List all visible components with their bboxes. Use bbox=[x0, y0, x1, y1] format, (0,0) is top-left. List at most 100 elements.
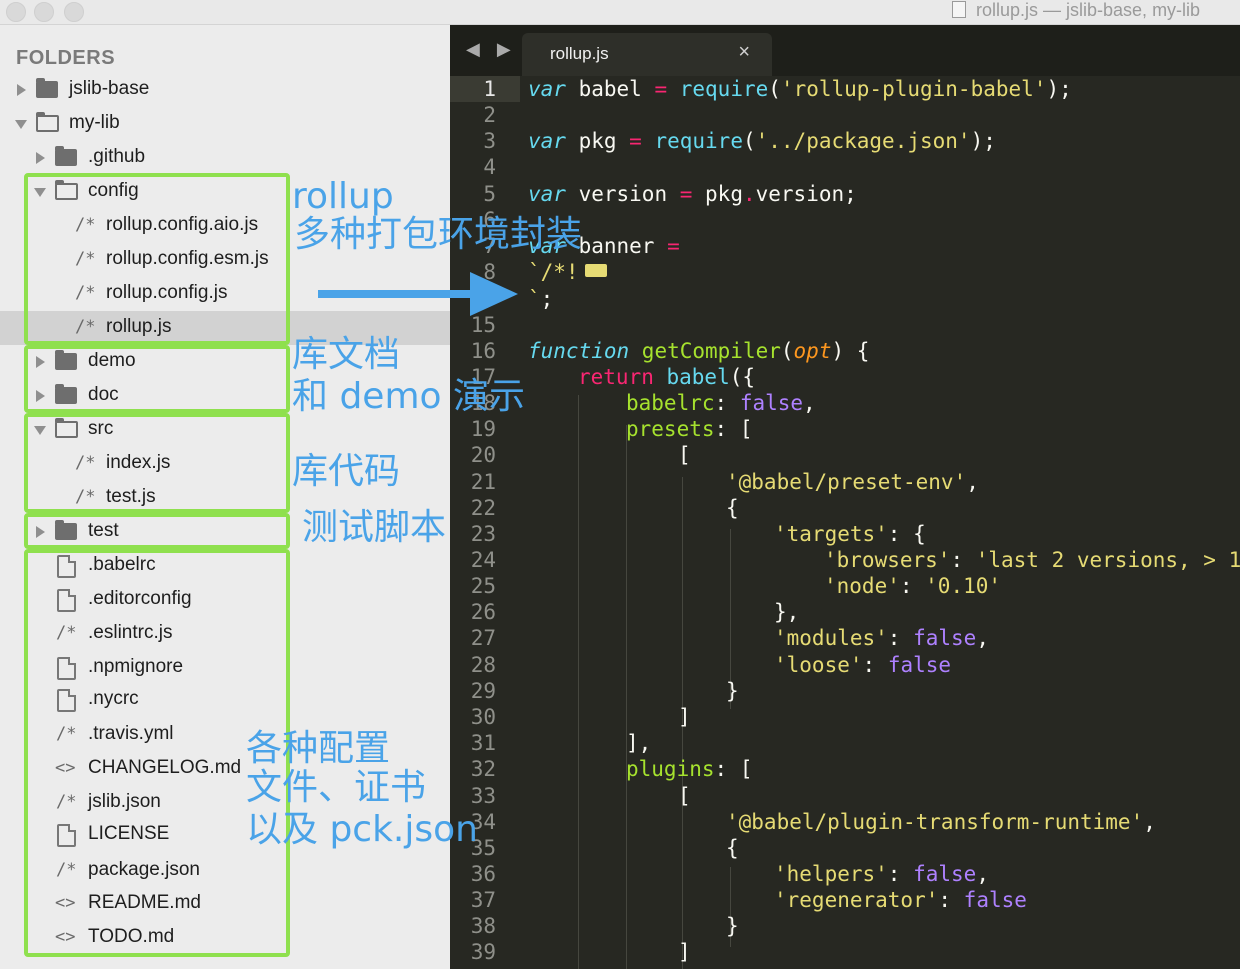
sidebar-item-label: .editorconfig bbox=[88, 588, 192, 609]
file-icon bbox=[57, 824, 76, 847]
sidebar-item-my-lib[interactable]: my-lib bbox=[0, 107, 450, 141]
chevron-down-icon[interactable] bbox=[34, 426, 46, 435]
sidebar-item-readme[interactable]: <> README.md bbox=[0, 887, 450, 921]
close-icon[interactable]: × bbox=[738, 41, 750, 63]
sidebar-item-nycrc[interactable]: .nycrc bbox=[0, 683, 450, 717]
code-line: [ bbox=[678, 443, 691, 467]
fold-ellipsis-icon[interactable] bbox=[584, 255, 613, 277]
code-line: ] bbox=[678, 940, 691, 964]
sidebar-item-config[interactable]: config bbox=[0, 175, 450, 209]
sidebar-item-rollup-config-aio[interactable]: /* rollup.config.aio.js bbox=[0, 209, 450, 243]
line-number: 6 bbox=[483, 208, 496, 232]
folder-open-icon bbox=[55, 418, 78, 438]
code-line: function getCompiler(opt) { bbox=[528, 339, 870, 363]
sidebar-item-label: rollup.js bbox=[106, 316, 172, 337]
annotation-misc-1: 各种配置 bbox=[246, 728, 391, 769]
code-line: 'helpers': false, bbox=[774, 862, 989, 886]
folder-icon bbox=[55, 384, 77, 404]
sidebar-item-todo[interactable]: <> TODO.md bbox=[0, 921, 450, 955]
sidebar-item-label: .nycrc bbox=[88, 688, 139, 709]
sidebar-item-demo[interactable]: demo bbox=[0, 345, 450, 379]
sidebar-item-travis[interactable]: /* .travis.yml bbox=[0, 718, 450, 752]
sidebar-item-changelog[interactable]: <> CHANGELOG.md bbox=[0, 752, 450, 786]
tab-nav-arrows[interactable]: ◀ ▶ bbox=[466, 39, 517, 59]
line-number: 39 bbox=[470, 940, 496, 964]
sidebar-item-label: jslib.json bbox=[88, 791, 161, 812]
sidebar-item-label: .travis.yml bbox=[88, 723, 174, 744]
line-number: 24 bbox=[470, 548, 496, 572]
code-line: ], bbox=[626, 731, 652, 755]
indent-guide bbox=[730, 867, 731, 947]
window-title: rollup.js — jslib-base, my-lib bbox=[952, 0, 1200, 20]
sidebar-item-rollup-js[interactable]: /* rollup.js bbox=[0, 311, 450, 345]
chevron-right-icon[interactable] bbox=[36, 526, 45, 538]
sidebar-item-jslib-json[interactable]: /* jslib.json bbox=[0, 786, 450, 820]
js-file-icon: /* bbox=[75, 249, 96, 269]
sidebar-item-babelrc[interactable]: .babelrc bbox=[0, 549, 450, 583]
chevron-right-icon[interactable] bbox=[36, 390, 45, 402]
sidebar-item-test-js[interactable]: /* test.js bbox=[0, 481, 450, 515]
annotation-rollup: rollup bbox=[292, 176, 394, 217]
sidebar-item-jslib-base[interactable]: jslib-base bbox=[0, 73, 450, 107]
chevron-down-icon[interactable] bbox=[34, 188, 46, 197]
tab-label: rollup.js bbox=[550, 44, 609, 63]
sidebar-item-editorconfig[interactable]: .editorconfig bbox=[0, 583, 450, 617]
sidebar-item-label: config bbox=[88, 180, 139, 201]
sidebar-item-eslintrc[interactable]: /* .eslintrc.js bbox=[0, 617, 450, 651]
code-line: 'modules': false, bbox=[774, 626, 989, 650]
line-number: 19 bbox=[470, 417, 496, 441]
close-window-button[interactable] bbox=[6, 2, 26, 22]
line-number: 3 bbox=[483, 129, 496, 153]
code-line: 'node': '0.10' bbox=[824, 574, 1002, 598]
sidebar-item-rollup-config-esm[interactable]: /* rollup.config.esm.js bbox=[0, 243, 450, 277]
sidebar-item-license[interactable]: LICENSE bbox=[0, 818, 450, 852]
annotation-docs: 库文档 bbox=[292, 334, 401, 375]
code-line: 'browsers': 'last 2 versions, > 1% bbox=[824, 548, 1240, 572]
sidebar-item-index-js[interactable]: /* index.js bbox=[0, 447, 450, 481]
annotation-demo: 和 demo 演示 bbox=[292, 376, 525, 417]
sidebar-item-doc[interactable]: doc bbox=[0, 379, 450, 413]
annotation-arrow bbox=[318, 272, 518, 316]
code-line: '@babel/preset-env', bbox=[726, 470, 979, 494]
sidebar-item-src[interactable]: src bbox=[0, 413, 450, 447]
sidebar-item-test[interactable]: test bbox=[0, 515, 450, 549]
minimize-window-button[interactable] bbox=[34, 2, 54, 22]
line-number: 29 bbox=[470, 679, 496, 703]
file-icon bbox=[57, 555, 76, 578]
sidebar-item-label: .github bbox=[88, 146, 146, 167]
line-number: 26 bbox=[470, 600, 496, 624]
code-line: `/*! bbox=[528, 255, 613, 284]
tab-rollup-js[interactable]: rollup.js × bbox=[522, 33, 772, 76]
code-line: } bbox=[726, 679, 739, 703]
indent-guide bbox=[626, 425, 627, 969]
sidebar-item-package-json[interactable]: /* package.json bbox=[0, 854, 450, 888]
sidebar-item-label: test bbox=[88, 520, 119, 541]
zoom-window-button[interactable] bbox=[64, 2, 84, 22]
title-bar: rollup.js — jslib-base, my-lib bbox=[0, 0, 1240, 25]
indent-guide bbox=[578, 395, 579, 969]
line-number: 32 bbox=[470, 757, 496, 781]
line-number: 8 bbox=[483, 260, 496, 284]
line-number: 2 bbox=[483, 103, 496, 127]
sidebar-item-github[interactable]: .github bbox=[0, 141, 450, 175]
chevron-right-icon[interactable] bbox=[17, 84, 26, 96]
chevron-down-icon[interactable] bbox=[15, 120, 27, 129]
sidebar-item-label: README.md bbox=[88, 892, 201, 913]
sidebar-item-label: my-lib bbox=[69, 112, 120, 133]
sidebar-item-rollup-config[interactable]: /* rollup.config.js bbox=[0, 277, 450, 311]
folder-open-icon bbox=[36, 112, 59, 132]
annotation-config-desc: 多种打包环境封装 bbox=[294, 214, 583, 255]
line-number: 38 bbox=[470, 914, 496, 938]
sidebar-item-label: package.json bbox=[88, 859, 200, 880]
chevron-right-icon[interactable] bbox=[36, 356, 45, 368]
line-number: 23 bbox=[470, 522, 496, 546]
code-line: var version = pkg.version; bbox=[528, 182, 857, 206]
annotation-src: 库代码 bbox=[292, 451, 401, 492]
line-number: 34 bbox=[470, 810, 496, 834]
sidebar-item-npmignore[interactable]: .npmignore bbox=[0, 651, 450, 685]
chevron-right-icon[interactable] bbox=[36, 152, 45, 164]
indent-guide bbox=[730, 529, 731, 709]
line-number: 33 bbox=[470, 784, 496, 808]
sidebar-heading: FOLDERS bbox=[16, 47, 116, 69]
